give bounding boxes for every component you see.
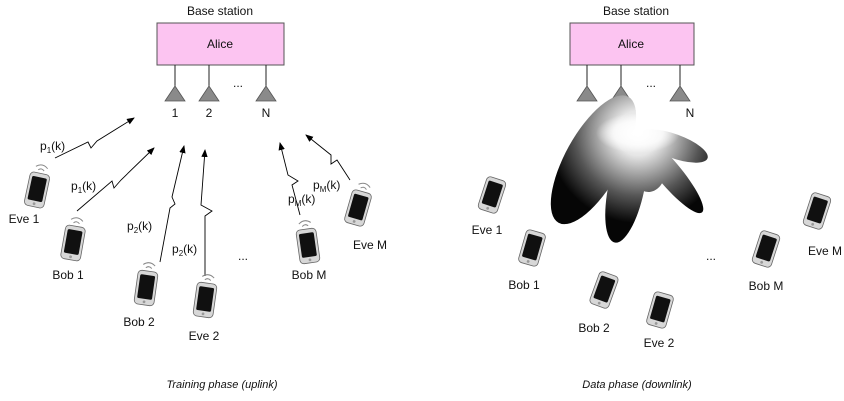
antenna-ellipsis: ... [646,76,656,90]
uplink-arrow-bob2 [159,145,186,263]
phone-bob-1-icon [518,229,546,267]
beam-lobes [550,95,708,243]
phone-bob-1-icon [60,217,86,262]
pilot-label-evem: pM(k) [313,178,340,194]
pilot-label-eve2: p2(k) [172,242,197,258]
base-station-title: Base station [187,4,253,18]
antenna-label-n: N [686,106,695,120]
user-devices [477,176,832,329]
alice-base-station-box [569,22,695,66]
beam-glow [596,113,680,153]
pilot-label-bob1: p1(k) [71,179,96,195]
phone-eve-2-icon [192,274,218,319]
antenna-n-icon [255,85,277,102]
data-phase-caption: Data phase (downlink) [582,379,692,391]
antenna-2-icon [198,85,220,102]
phone-bob-m-icon [295,220,321,265]
alice-base-station-box [156,22,285,66]
phone-bob-2-icon [133,262,159,307]
user-label-bob-1: Bob 1 [508,278,540,292]
user-label-eve-2: Eve 2 [644,336,675,350]
user-label-eve-m: Eve M [353,238,387,252]
uplink-arrow-bobm [278,142,301,216]
antenna-label-2: 2 [206,106,213,120]
uplink-arrow-eve2 [200,149,213,276]
training-phase-panel: Base station Alice ... 1 2 N p1(k) [9,4,387,391]
user-label-eve-m: Eve M [808,244,842,258]
user-labels: Eve 1 Bob 1 Bob 2 Eve 2 Bob M Eve M ... [9,212,387,343]
phone-bob-2-icon [589,271,619,309]
phone-eve-1-icon [24,164,50,209]
phone-eve-m-icon [344,182,372,227]
antenna-label-1: 1 [172,106,179,120]
phone-bob-m-icon [751,230,781,268]
user-ellipsis: ... [706,249,716,263]
user-ellipsis: ... [238,249,248,263]
user-label-eve-1: Eve 1 [472,223,503,237]
signal-icon [70,217,84,225]
user-labels: Eve 1 Bob 1 Bob 2 Eve 2 Bob M Eve M ... [472,223,842,350]
uplink-arrow-bob1 [76,147,155,212]
antenna-n-icon [669,85,691,102]
alice-label: Alice [618,37,644,51]
signal-icon [201,274,215,281]
data-phase-panel: Base station Alice ... 1 2 N Eve 1 [472,4,842,391]
user-label-bob-2: Bob 2 [578,321,610,335]
user-label-eve-1: Eve 1 [9,212,40,226]
phone-eve-1-icon [477,176,507,214]
training-phase-caption: Training phase (uplink) [166,379,277,391]
signal-icon [35,164,49,172]
pilot-label-eve1: p1(k) [40,139,65,155]
user-label-eve-2: Eve 2 [189,329,220,343]
uplink-arrow-evem [305,134,351,181]
pilot-label-bobm: pM(k) [288,192,315,208]
user-label-bob-m: Bob M [292,268,327,282]
pilot-labels: p1(k) p1(k) p2(k) p2(k) pM(k) pM(k) [40,139,340,258]
uplink-arrow-eve1 [54,117,135,159]
base-station-title: Base station [603,4,669,18]
phone-eve-2-icon [646,291,674,329]
pilot-label-bob2: p2(k) [127,219,152,235]
signal-icon [358,182,371,190]
signal-icon [298,220,312,227]
user-devices [24,164,372,319]
antenna-1-icon [164,85,186,102]
phone-eve-m-icon [802,192,832,230]
alice-label: Alice [207,37,233,51]
signal-icon [142,262,156,269]
antenna-label-n: N [262,106,271,120]
user-label-bob-2: Bob 2 [123,315,155,329]
user-label-bob-m: Bob M [749,279,784,293]
antenna-ellipsis: ... [233,76,243,90]
user-label-bob-1: Bob 1 [52,268,84,282]
antenna-array: ... 1 2 N [164,65,277,120]
uplink-arrows [54,117,351,276]
antenna-1-icon [576,85,598,102]
